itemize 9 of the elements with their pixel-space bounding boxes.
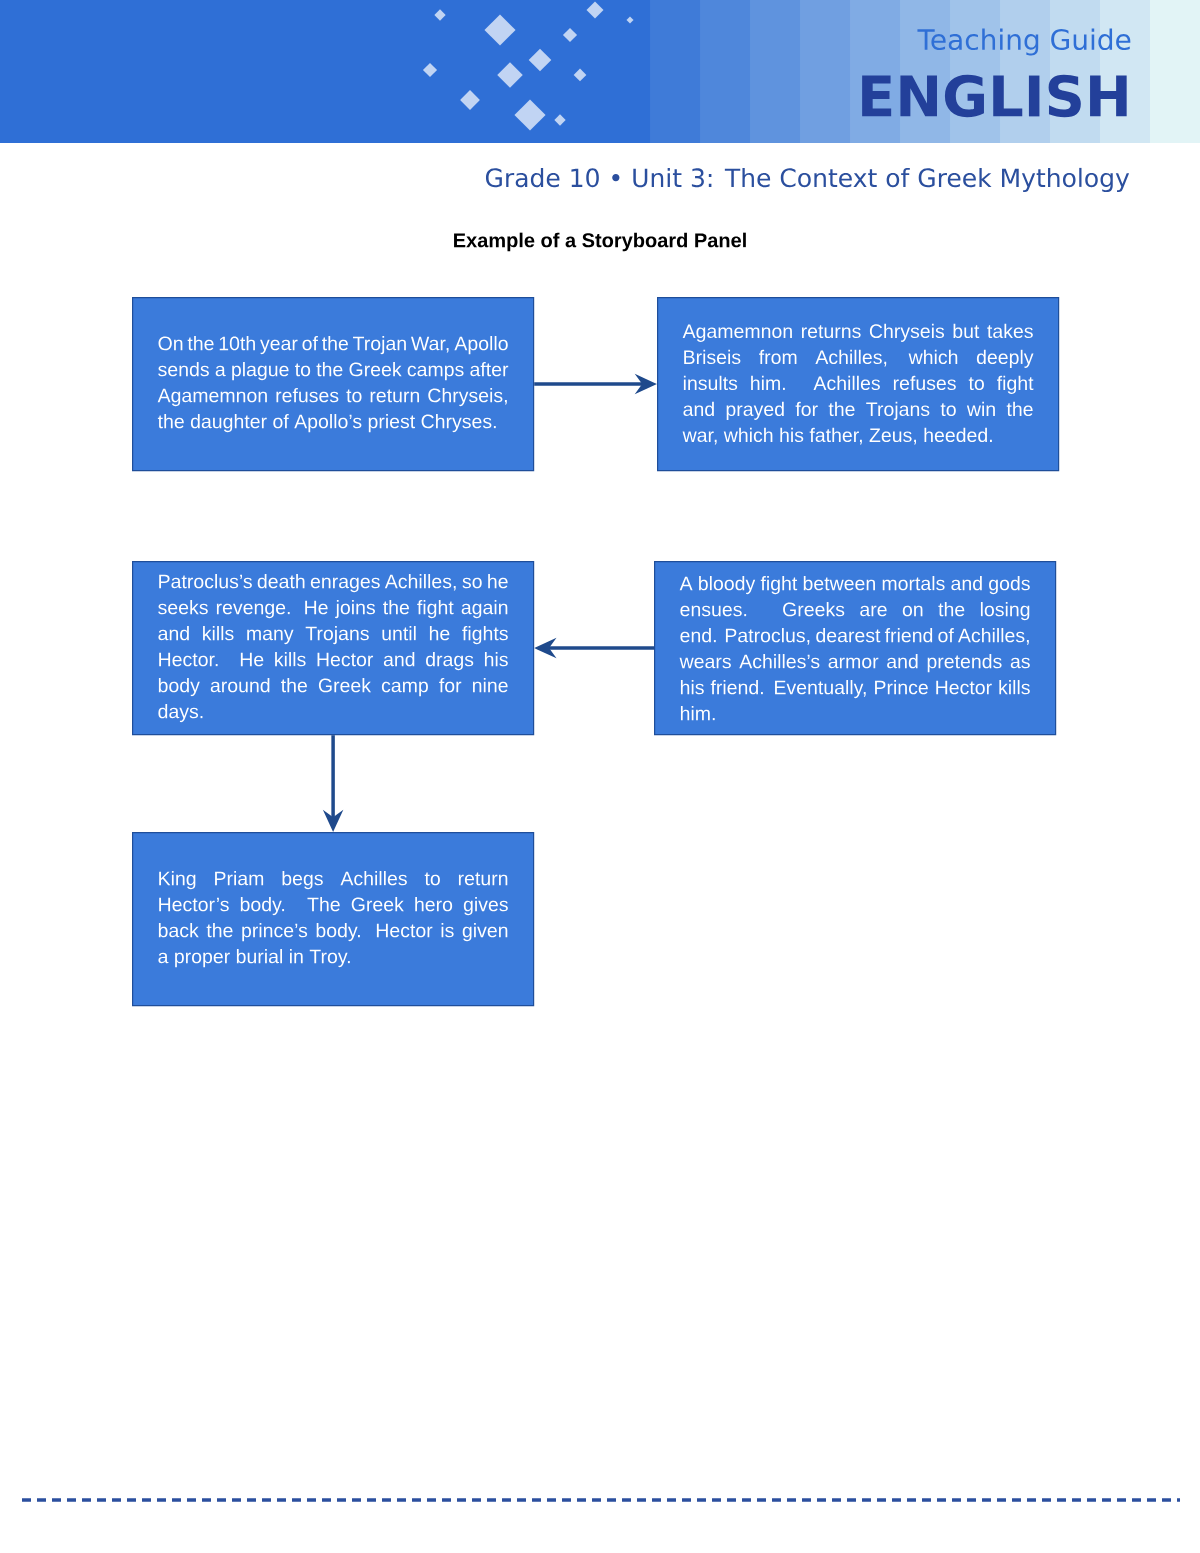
story-box: King Priam begs Achilles to return Hector’s body. The Greek hero gives back the prince’s body. Hector is given a proper burial in Troy. (132, 832, 535, 1007)
header-text: Teaching Guide (917, 28, 1131, 56)
story-box: Agamemnon returns Chryseis but takes Briseis from Achilles, which deeply insults him. Achilles refuses to fight and prayed for the Trojans to win the war, which his father, Zeus, heeded. (657, 296, 1060, 472)
story-box: A bloody fight between mortals and gods ensues. Greeks are on the losing end. Patroclus, dearest friend of Achilles, wears Achilles’s armor and pretends as his friend. Eventually, Prince Hector kills him. (654, 561, 1057, 736)
header-text: Grade 10 • Unit 3: The Context of Greek Mythology (485, 167, 1130, 193)
title: Example of a Storyboard Panel (454, 232, 746, 252)
header-text: ENGLISH (862, 74, 1127, 118)
story-box: Patroclus’s death enrages Achilles, so he seeks revenge. He joins the fight again and kills many Trojans until he fights Hector. He kills Hector and drags his body around the Greek camp for nine days. (132, 561, 535, 736)
story-box: On the 10th year of the Trojan War, Apollo sends a plague to the Greek camps after Agamemnon refuses to return Chryseis, the daughter of Apollo’s priest Chryses. (132, 296, 535, 472)
